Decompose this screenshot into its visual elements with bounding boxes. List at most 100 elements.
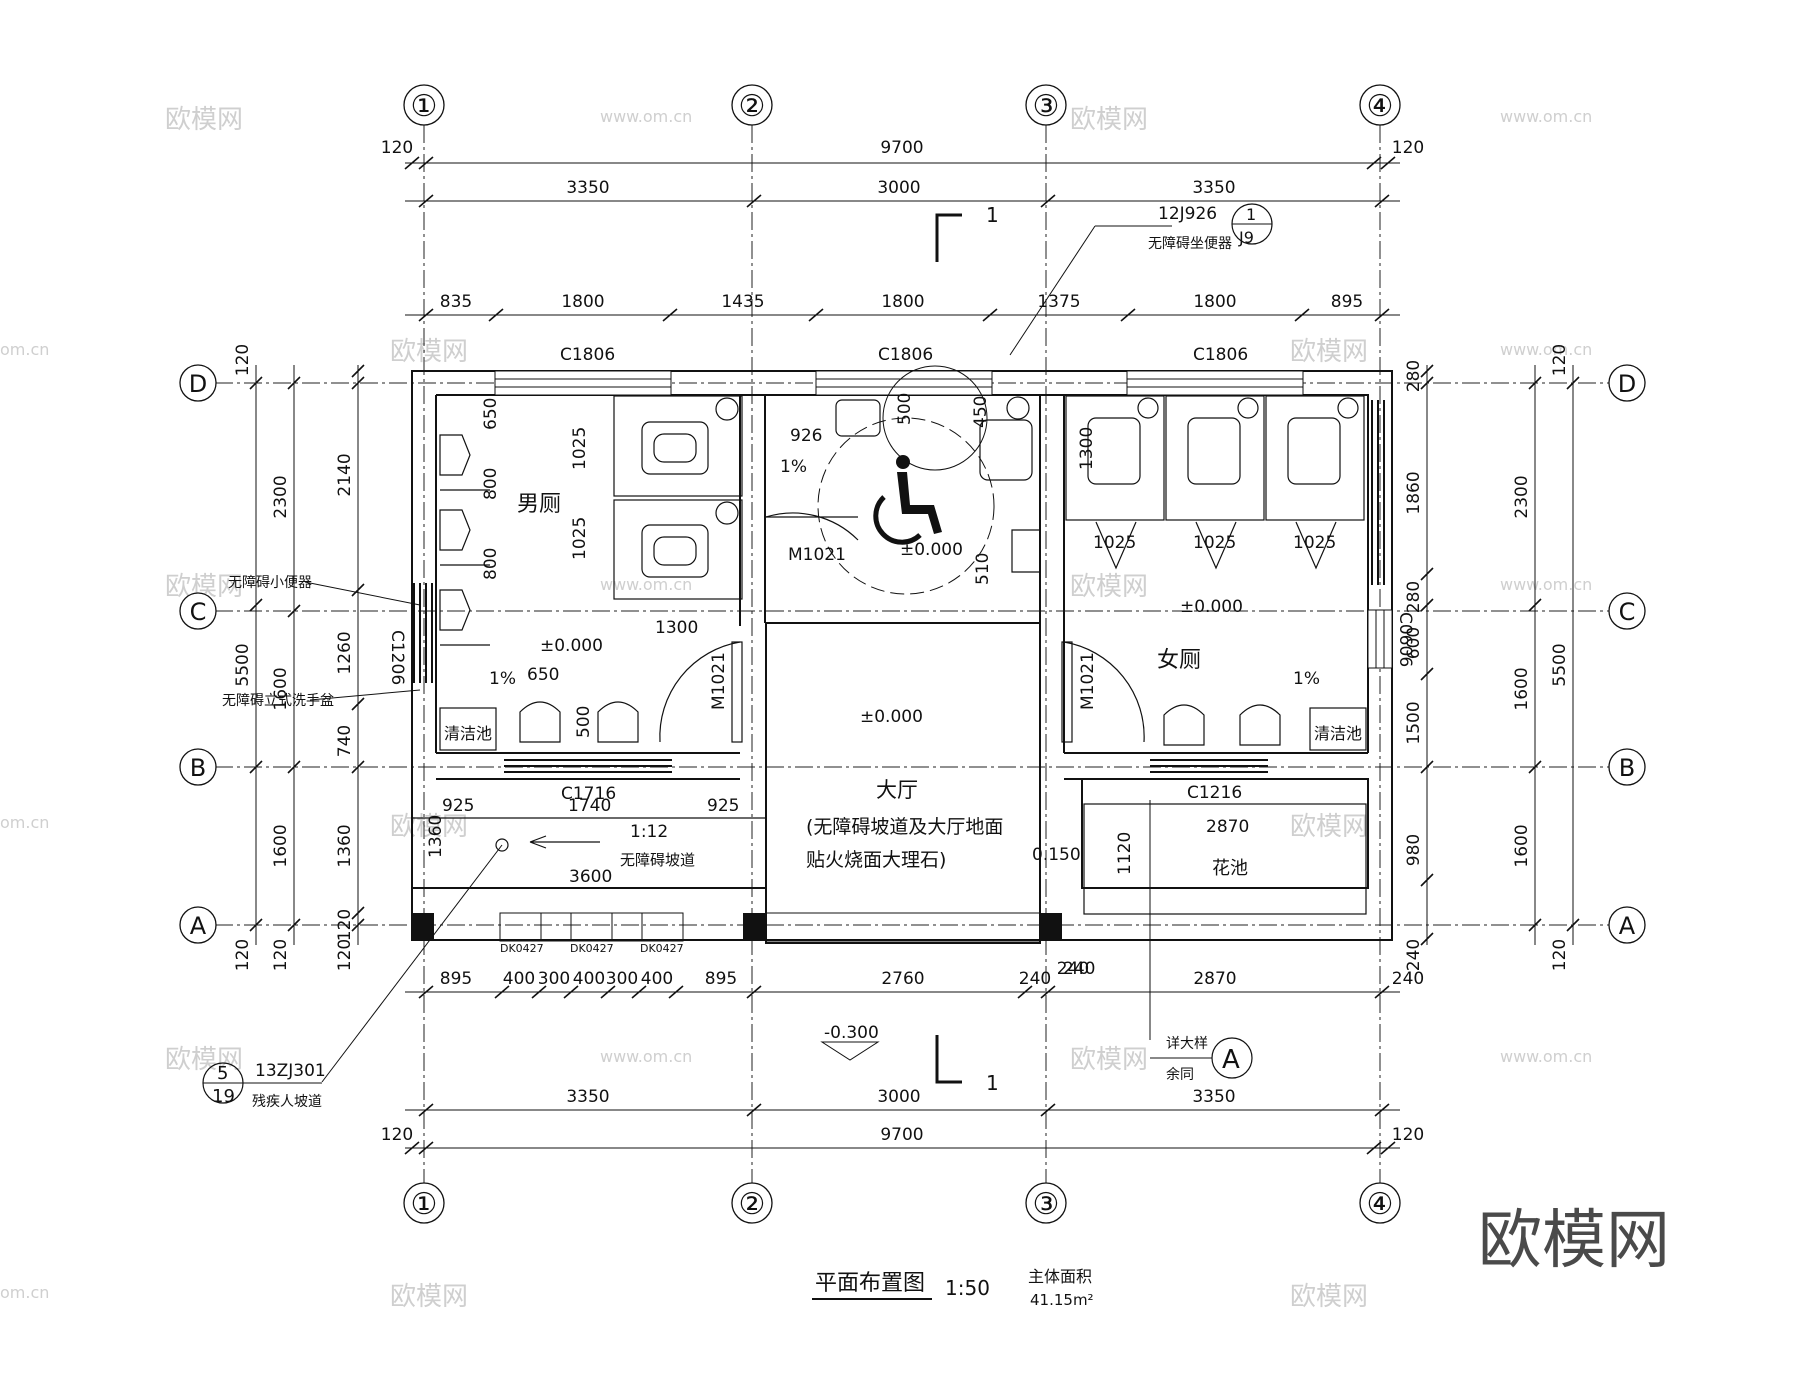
hall-label: 大厅: [876, 778, 918, 802]
window-tag: C1716: [561, 784, 616, 804]
dim-text: 3000: [877, 178, 920, 198]
structural-columns: [412, 913, 1062, 941]
axis-bubble-row-a-right: A: [1608, 906, 1646, 944]
watermark-brand: 欧模网: [165, 1045, 243, 1075]
womens-room: [1065, 395, 1367, 751]
section-marks: [935, 213, 962, 1084]
window-tags-top: C1806 C1806 C1806: [560, 345, 1248, 365]
ramp-name: 无障碍坡道: [620, 851, 695, 869]
accessible-room-labels: 926 500 450 510 1% M1021 ±0.000: [780, 393, 993, 585]
dim-text: 9700: [880, 138, 923, 158]
watermark-url: www.om.cn: [600, 1047, 692, 1066]
axis-bubble-col-3-bottom: ③: [1025, 1182, 1067, 1224]
dim-text: 650: [527, 665, 559, 685]
dim-text: 835: [440, 292, 472, 312]
dim-text: 240: [1392, 969, 1424, 989]
axis-bubble-row-c-right: C: [1608, 592, 1646, 630]
womens-room-labels: 1300 1025 1025 1025 ±0.000 女厕 1% 清洁池 C06…: [1077, 427, 1415, 743]
dim-text: 1360: [335, 824, 355, 867]
watermark-brand: 欧模网: [390, 337, 468, 367]
window-strips: [494, 370, 1393, 669]
accessible-basin-label: 无障碍立式洗手盆: [222, 693, 334, 709]
dim-text: 2870: [1206, 817, 1249, 837]
dim-text: 120: [1392, 138, 1424, 158]
dim-text: 2300: [1512, 475, 1532, 518]
drawing-title: 平面布置图: [815, 1271, 925, 1296]
watermark-url-layer: www.om.cn www.om.cn om.cn www.om.cn www.…: [0, 107, 1592, 1302]
detail-tag: A: [1222, 1045, 1240, 1075]
axis-bubble-col-2-top: ②: [731, 84, 773, 126]
dim-text: 120: [233, 344, 253, 376]
dim-text: 280: [1404, 360, 1424, 392]
dim-text: 120: [381, 1125, 413, 1145]
womens-room-label: 女厕: [1157, 648, 1201, 673]
axis-bubbles-rows: D C B A D C B A: [179, 364, 1646, 944]
dim-text: 1600: [1512, 667, 1532, 710]
dk-labels: DK0427 DK0427 DK0427: [500, 942, 684, 955]
axis-bubbles: ① ② ③ ④ ① ② ③ ④: [403, 84, 1401, 1224]
dim-text: 120: [233, 939, 253, 971]
svg-text:①: ①: [411, 89, 438, 124]
level-text: ±0.000: [860, 707, 923, 727]
mens-room: [439, 395, 743, 751]
ramp-ratio: 1:12: [630, 822, 668, 842]
dim-text: 120: [335, 909, 355, 941]
axis-bubble-col-4-bottom: ④: [1359, 1182, 1401, 1224]
detail-note: 余同: [1166, 1066, 1194, 1083]
dim-text: 1025: [1093, 533, 1136, 553]
watermark-brand: 欧模网: [1290, 1282, 1368, 1312]
window-tag: C0606: [1395, 612, 1415, 667]
dim-text: 740: [335, 725, 355, 757]
watermark-url: om.cn: [0, 813, 49, 832]
detail-note: 详大样: [1166, 1036, 1208, 1052]
axis-bubble-col-3-top: ③: [1025, 84, 1067, 126]
mop-sink-label: 清洁池: [444, 724, 492, 743]
dim-text: 3350: [566, 1087, 609, 1107]
ref-number: 1: [1246, 205, 1256, 224]
dim-text: 510: [973, 553, 993, 585]
dim-text: 1120: [1115, 832, 1135, 875]
dimension-lines: [255, 162, 1574, 1149]
watermark-url: www.om.cn: [600, 107, 692, 126]
dim-text: 3350: [566, 178, 609, 198]
dim-text: 300: [538, 969, 570, 989]
window-tag: C1806: [1193, 345, 1248, 365]
watermark-url: www.om.cn: [600, 575, 692, 594]
slope-text: 1%: [780, 457, 807, 477]
watermark-url: om.cn: [0, 1283, 49, 1302]
dim-text: 9700: [880, 1125, 923, 1145]
level-text: -0.300: [824, 1023, 879, 1043]
dim-text: 926: [790, 426, 822, 446]
axis-bubble-row-b-left: B: [179, 748, 217, 786]
dim-text: 1800: [561, 292, 604, 312]
watermark-brand: 欧模网: [390, 812, 468, 842]
dim-text: 240: [1063, 959, 1095, 979]
watermark-url: www.om.cn: [1500, 1047, 1592, 1066]
axis-bubble-col-4-top: ④: [1359, 84, 1401, 126]
dim-text: 3350: [1192, 1087, 1235, 1107]
axis-bubble-col-1-bottom: ①: [403, 1182, 445, 1224]
svg-text:②: ②: [739, 1187, 766, 1222]
flower-bed: 花池 2870 1120 C1216: [1083, 783, 1367, 915]
dim-text: 5500: [1550, 643, 1570, 686]
dimension-text-bottom: 895 400 300 400 300 400 895 2760 240 287…: [381, 959, 1424, 1145]
dim-text: 1800: [881, 292, 924, 312]
dim-text: 1800: [1193, 292, 1236, 312]
dim-text: 240: [1404, 939, 1424, 971]
dim-text: 500: [895, 393, 915, 425]
wheelchair-icon: [873, 455, 942, 545]
dim-text: 120: [381, 138, 413, 158]
dim-text: 925: [707, 796, 739, 816]
section-mark-label: 1: [986, 1071, 999, 1095]
dim-text: 895: [1331, 292, 1363, 312]
watermark-url: www.om.cn: [1500, 107, 1592, 126]
dim-text: 1360: [426, 815, 446, 858]
ref-code: 12J926: [1158, 204, 1217, 224]
door-tag: M1021: [788, 545, 846, 565]
svg-text:②: ②: [739, 89, 766, 124]
watermark-brand: 欧模网: [1290, 812, 1368, 842]
dim-text: 240: [1057, 959, 1089, 979]
dim-text: 2870: [1193, 969, 1236, 989]
dim-text: 450: [971, 396, 991, 428]
dim-text: 895: [440, 969, 472, 989]
